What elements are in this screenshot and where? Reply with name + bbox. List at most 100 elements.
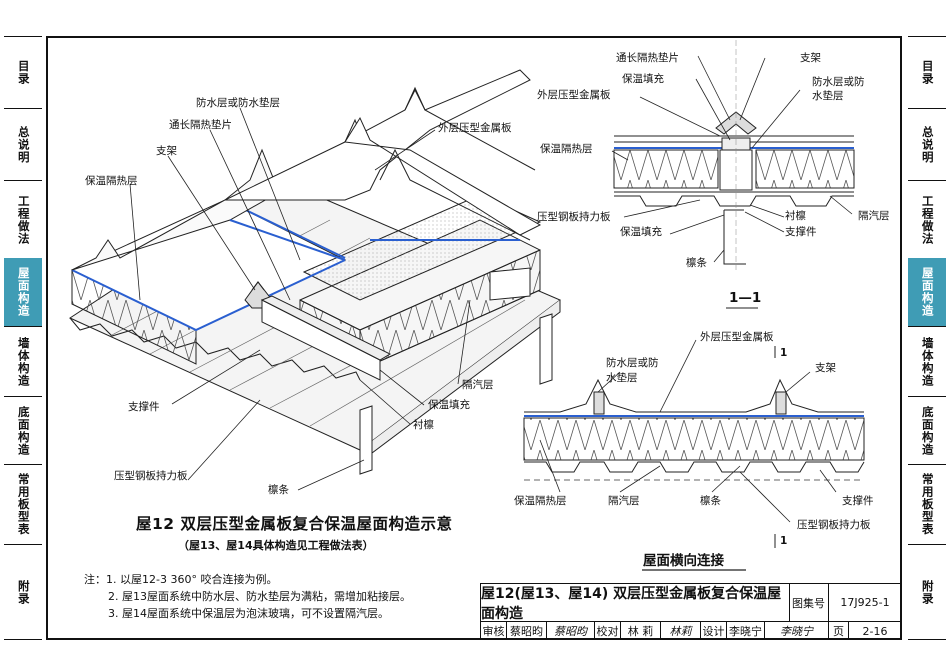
sec11-label-waterproof2: 水垫层 bbox=[812, 90, 844, 102]
iso-label-vapor: 隔汽层 bbox=[462, 379, 494, 391]
check-label: 校对 bbox=[595, 622, 621, 640]
page-number: 2-16 bbox=[862, 624, 888, 638]
left-tab-2[interactable]: 总说明 bbox=[4, 108, 42, 180]
iso-label-gasket: 通长隔热垫片 bbox=[169, 119, 232, 131]
sec11-label-vapor: 隔汽层 bbox=[858, 210, 890, 222]
title-block-title: 屋12(屋13、屋14) 双层压型金属板复合保温屋面构造 bbox=[481, 584, 790, 622]
trans-label-purlin: 檩条 bbox=[700, 495, 721, 507]
transverse-title-underline bbox=[642, 569, 746, 571]
iso-label-fill: 保温填充 bbox=[428, 399, 470, 411]
atlas-number: 17J925-1 bbox=[840, 596, 890, 609]
right-tab-8[interactable]: 附录 bbox=[908, 544, 946, 640]
iso-label-deck: 压型钢板持力板 bbox=[114, 470, 188, 482]
iso-label-purlin-liner: 衬檩 bbox=[413, 419, 434, 431]
right-tab-label: 屋面构造 bbox=[920, 267, 935, 317]
iso-purlin-liner bbox=[260, 267, 531, 381]
left-tab-label: 常用板型表 bbox=[16, 473, 31, 536]
page-label: 页 bbox=[829, 622, 849, 640]
sec11-label-waterproof: 防水层或防 bbox=[812, 76, 865, 88]
right-tab-label: 附录 bbox=[920, 579, 935, 605]
left-tab-label: 工程做法 bbox=[16, 194, 31, 245]
review-label: 审核 bbox=[481, 622, 507, 640]
iso-label-waterproof: 防水层或防水垫层 bbox=[196, 97, 280, 109]
designer-signature: 李晓宁 bbox=[765, 622, 829, 640]
iso-label-bracket: 支架 bbox=[156, 145, 177, 157]
drawing-frame bbox=[46, 36, 902, 640]
trans-label-outer-panel: 外层压型金属板 bbox=[700, 331, 774, 343]
trans-label-waterproof2: 水垫层 bbox=[606, 372, 638, 384]
transverse-title: 屋面横向连接 bbox=[643, 553, 724, 569]
sec11-label-gasket: 通长隔热垫片 bbox=[616, 52, 679, 64]
left-tab-7[interactable]: 常用板型表 bbox=[4, 464, 42, 544]
iso-label-outer-panel: 外层压型金属板 bbox=[438, 122, 512, 134]
iso-outer-panel bbox=[71, 69, 542, 271]
checker-signature: 林莉 bbox=[661, 622, 701, 640]
left-tab-3[interactable]: 工程做法 bbox=[4, 180, 42, 258]
design-label: 设计 bbox=[701, 622, 727, 640]
left-tab-strip: 目录总说明工程做法屋面构造墙体构造底面构造常用板型表附录 bbox=[4, 36, 42, 640]
right-tab-2[interactable]: 总说明 bbox=[908, 108, 946, 180]
right-tab-4[interactable]: 屋面构造 bbox=[908, 258, 946, 326]
sec11-label-purlin: 檩条 bbox=[686, 257, 707, 269]
left-tab-1[interactable]: 目录 bbox=[4, 36, 42, 108]
right-tab-label: 墙体构造 bbox=[920, 336, 935, 387]
right-tab-5[interactable]: 墙体构造 bbox=[908, 326, 946, 396]
title-block-signature-row: 审核 蔡昭昀 蔡昭昀 校对 林 莉 林莉 设计 李晓宁 李晓宁 页 2-16 bbox=[481, 621, 901, 640]
left-tab-label: 屋面构造 bbox=[16, 267, 31, 317]
reviewer-name: 蔡昭昀 bbox=[507, 622, 547, 640]
left-tab-label: 底面构造 bbox=[16, 405, 31, 456]
right-tab-label: 常用板型表 bbox=[920, 473, 935, 536]
iso-title: 屋12 双层压型金属板复合保温屋面构造示意 bbox=[136, 515, 453, 533]
left-tab-5[interactable]: 墙体构造 bbox=[4, 326, 42, 396]
right-tab-7[interactable]: 常用板型表 bbox=[908, 464, 946, 544]
sec11-label-fill-bottom: 保温填充 bbox=[620, 226, 662, 238]
trans-label-insulation: 保温隔热层 bbox=[514, 495, 567, 507]
sec11-label-insulation: 保温隔热层 bbox=[540, 143, 593, 155]
section-1-1-title: 1—1 bbox=[729, 290, 762, 306]
left-tab-label: 附录 bbox=[16, 579, 31, 605]
reviewer-signature: 蔡昭昀 bbox=[547, 622, 595, 640]
right-tab-strip: 目录总说明工程做法屋面构造墙体构造底面构造常用板型表附录 bbox=[908, 36, 946, 640]
iso-purlin bbox=[359, 313, 553, 475]
right-tab-label: 目录 bbox=[920, 60, 935, 85]
left-tab-6[interactable]: 底面构造 bbox=[4, 396, 42, 464]
right-tab-label: 总说明 bbox=[920, 125, 935, 164]
note-1: 注：1. 以屋12-3 360° 咬合连接为例。 bbox=[84, 573, 278, 586]
cut-mark-bottom: 1 bbox=[780, 535, 788, 547]
cut-mark-top: 1 bbox=[780, 347, 788, 359]
designer-name: 李晓宁 bbox=[727, 622, 765, 640]
note-2: 2. 屋13屋面系统中防水层、防水垫层为满粘，需增加粘接层。 bbox=[108, 590, 411, 603]
iso-label-insulation: 保温隔热层 bbox=[85, 175, 138, 187]
sec11-label-strut: 支撑件 bbox=[785, 226, 817, 238]
sec11-label-fill-top: 保温填充 bbox=[622, 73, 664, 85]
right-tab-3[interactable]: 工程做法 bbox=[908, 180, 946, 258]
note-3: 3. 屋14屋面系统中保温层为泡沫玻璃，可不设置隔汽层。 bbox=[108, 607, 389, 620]
right-tab-1[interactable]: 目录 bbox=[908, 36, 946, 108]
notes: 注：1. 以屋12-3 360° 咬合连接为例。 2. 屋13屋面系统中防水层、… bbox=[84, 571, 411, 622]
left-tab-8[interactable]: 附录 bbox=[4, 544, 42, 640]
sec11-label-deck: 压型钢板持力板 bbox=[537, 211, 611, 223]
sec11-label-outer-panel: 外层压型金属板 bbox=[537, 89, 611, 101]
trans-label-bracket: 支架 bbox=[815, 362, 836, 374]
right-tab-6[interactable]: 底面构造 bbox=[908, 396, 946, 464]
trans-label-deck: 压型钢板持力板 bbox=[797, 519, 871, 531]
atlas-label: 图集号 bbox=[789, 584, 829, 621]
iso-label-strut: 支撑件 bbox=[128, 401, 160, 413]
trans-label-waterproof: 防水层或防 bbox=[606, 357, 659, 369]
left-tab-label: 墙体构造 bbox=[16, 336, 31, 387]
title-block: 屋12(屋13、屋14) 双层压型金属板复合保温屋面构造 图集号 17J925-… bbox=[480, 583, 902, 640]
sec11-label-purlin-liner: 衬檩 bbox=[785, 210, 806, 222]
left-tab-label: 总说明 bbox=[16, 125, 31, 164]
right-tab-label: 工程做法 bbox=[920, 194, 935, 245]
iso-membrane bbox=[71, 239, 520, 332]
left-tab-label: 目录 bbox=[16, 60, 31, 85]
iso-subtitle: （屋13、屋14具体构造见工程做法表） bbox=[178, 539, 374, 552]
left-tab-4[interactable]: 屋面构造 bbox=[4, 258, 42, 326]
right-tab-label: 底面构造 bbox=[920, 405, 935, 456]
trans-label-strut: 支撑件 bbox=[842, 495, 874, 507]
trans-label-vapor: 隔汽层 bbox=[608, 495, 640, 507]
sec11-label-bracket: 支架 bbox=[800, 52, 821, 64]
